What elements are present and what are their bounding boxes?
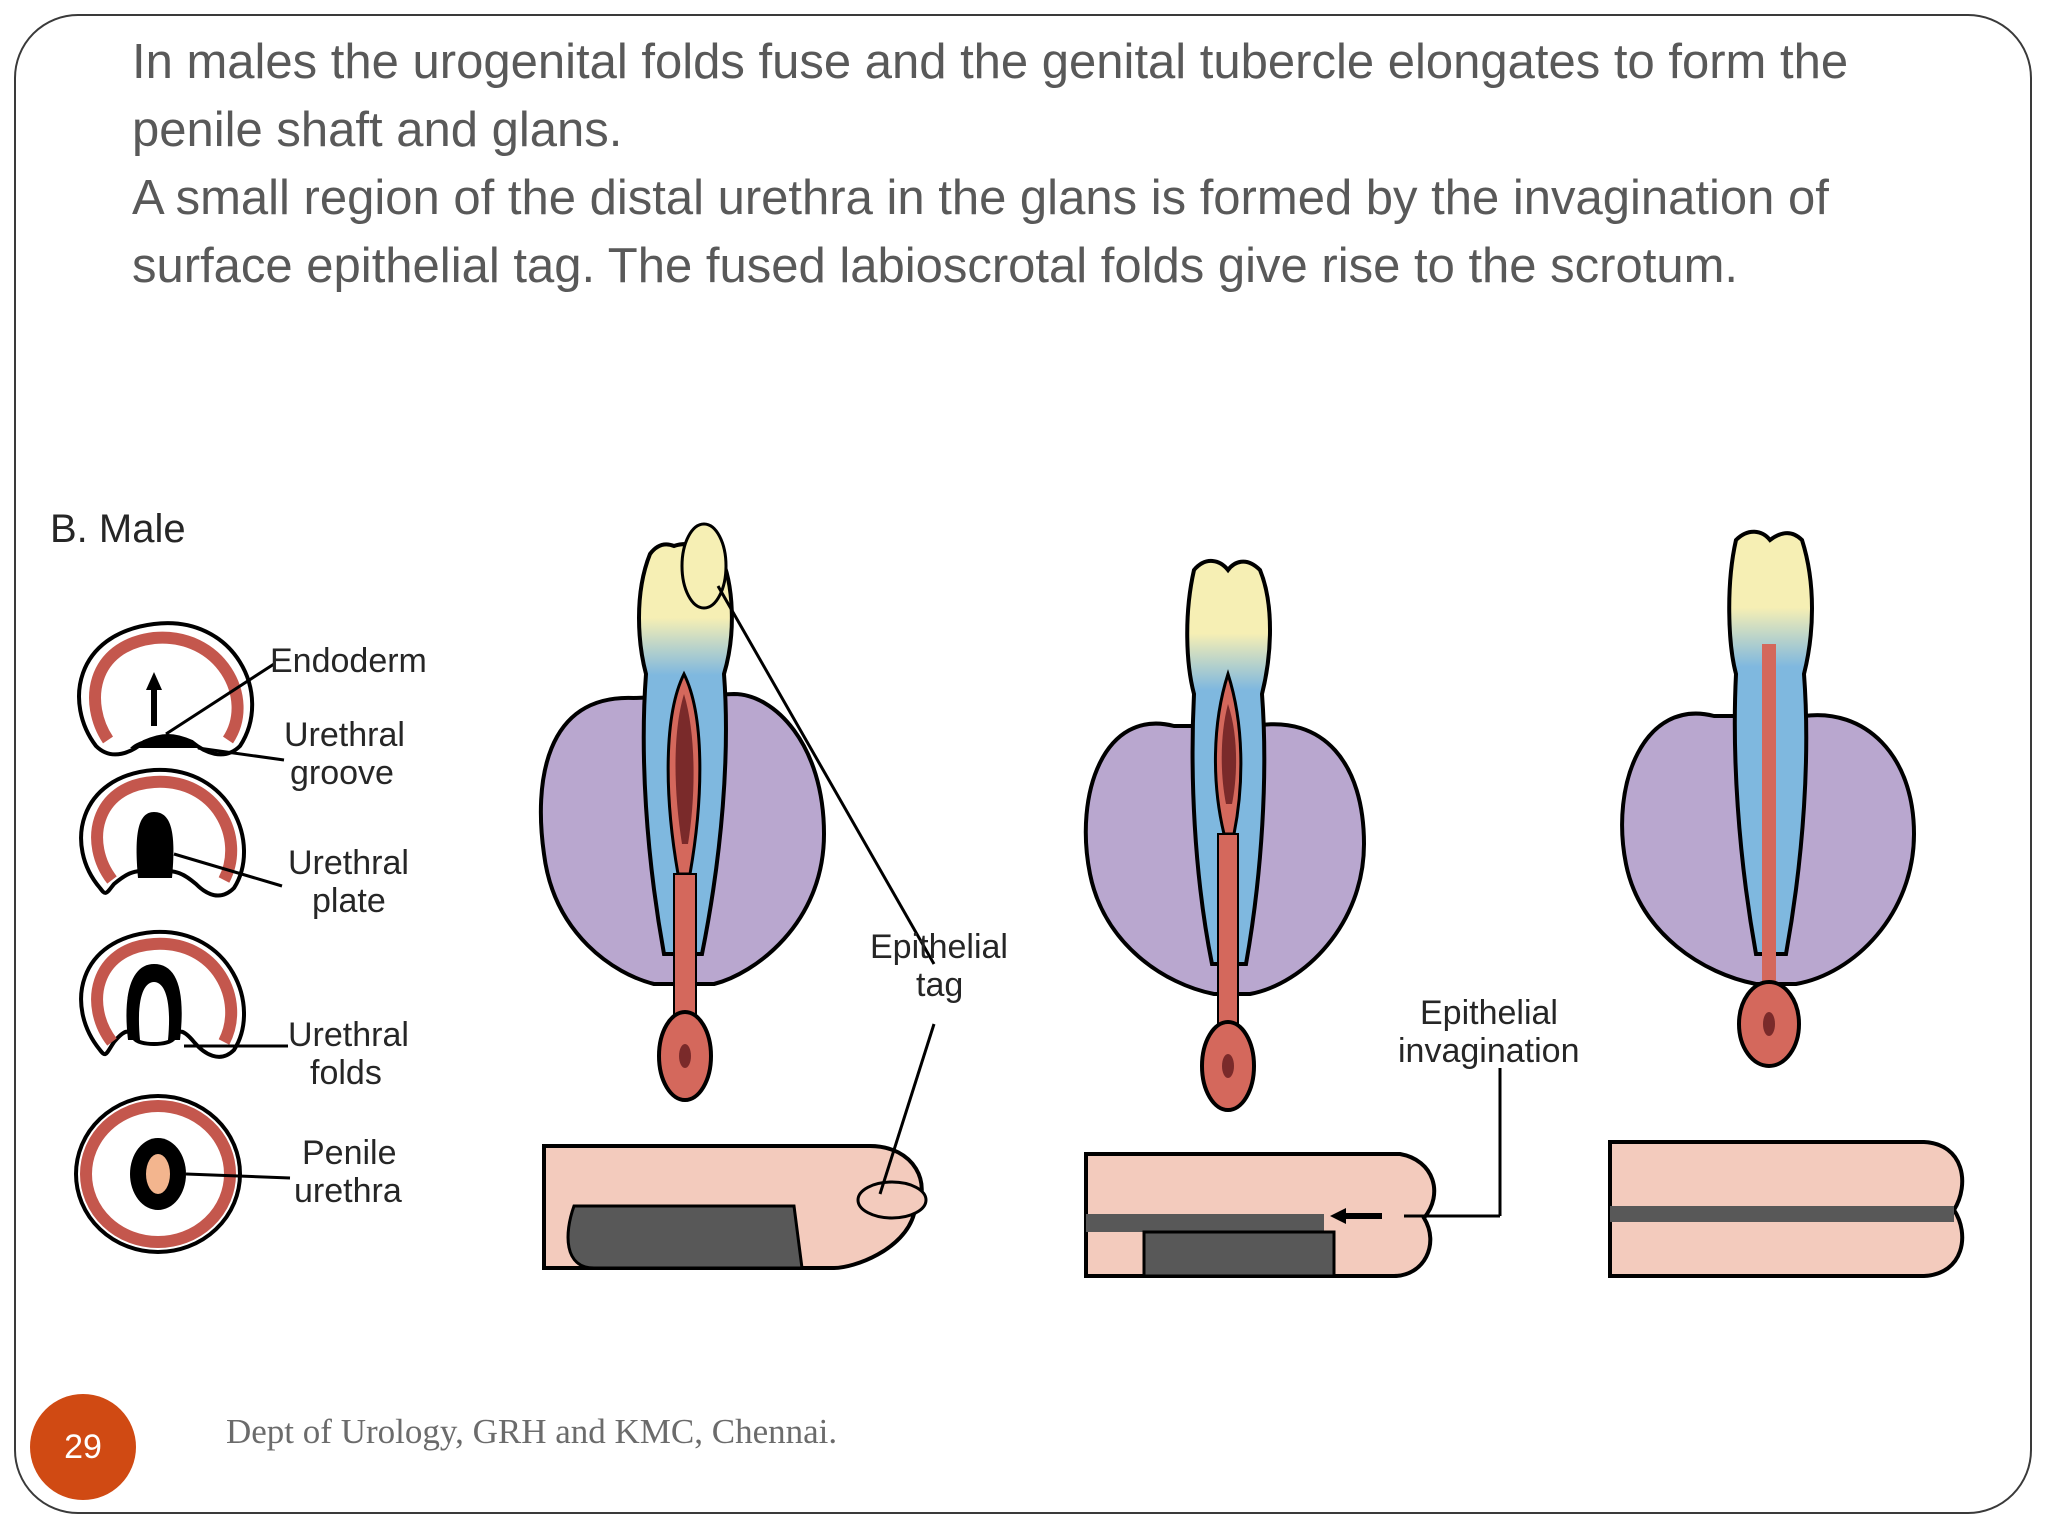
label-endoderm: Endoderm: [270, 642, 427, 680]
sagittal-view-stage-3: [1608, 1140, 1965, 1278]
label-penile-urethra-line2: urethra: [294, 1172, 402, 1210]
label-urethral-folds-line1: Urethral: [288, 1016, 409, 1054]
leader-endoderm: [165, 662, 275, 736]
slide-body-text: In males the urogenital folds fuse and t…: [132, 28, 1932, 300]
cross-section-penile-urethra: [74, 1094, 242, 1254]
panel-title: B. Male: [50, 507, 186, 551]
male-genital-development-figure: B. Male Endoderm Urethral groove Urethra…: [34, 494, 1994, 1300]
label-epithelial-invagination-line1: Epithelial: [1420, 994, 1558, 1032]
slide-frame: [14, 14, 2032, 1514]
paragraph-1: In males the urogenital folds fuse and t…: [132, 35, 1849, 157]
figure-svg: B. Male Endoderm Urethral groove Urethra…: [50, 507, 1965, 1278]
label-penile-urethra-line1: Penile: [302, 1134, 397, 1172]
sagittal-view-stage-1: [542, 1144, 928, 1270]
footer-text: Dept of Urology, GRH and KMC, Chennai.: [226, 1412, 838, 1451]
leader-epithelial-tag-upper: [716, 585, 936, 965]
label-urethral-plate-line1: Urethral: [288, 844, 409, 882]
slide-number-badge: 29: [30, 1394, 136, 1500]
label-epithelial-invagination-line2: invagination: [1398, 1032, 1579, 1070]
paragraph-2: A small region of the distal urethra in …: [132, 171, 1829, 293]
frontal-view-stage-1: [538, 522, 827, 1102]
frontal-view-stage-2: [1083, 559, 1367, 1112]
leader-penile-urethra: [185, 1172, 291, 1180]
leader-urethral-groove: [197, 746, 285, 762]
label-urethral-folds-line2: folds: [310, 1054, 382, 1092]
leader-urethral-plate: [173, 852, 283, 888]
label-epithelial-tag-line1: Epithelial: [870, 928, 1008, 966]
label-epithelial-tag-line2: tag: [916, 966, 963, 1004]
label-urethral-plate-line2: plate: [312, 882, 386, 920]
label-urethral-groove-line2: groove: [290, 754, 394, 792]
leader-epithelial-tag-lower: [878, 1023, 936, 1195]
sagittal-view-stage-2: [1084, 1152, 1437, 1278]
label-urethral-groove-line1: Urethral: [284, 716, 405, 754]
cross-section-endoderm: [77, 621, 255, 757]
cross-section-plate: [79, 767, 246, 898]
cross-section-folds: [79, 929, 246, 1059]
frontal-view-stage-3: [1620, 529, 1917, 1068]
